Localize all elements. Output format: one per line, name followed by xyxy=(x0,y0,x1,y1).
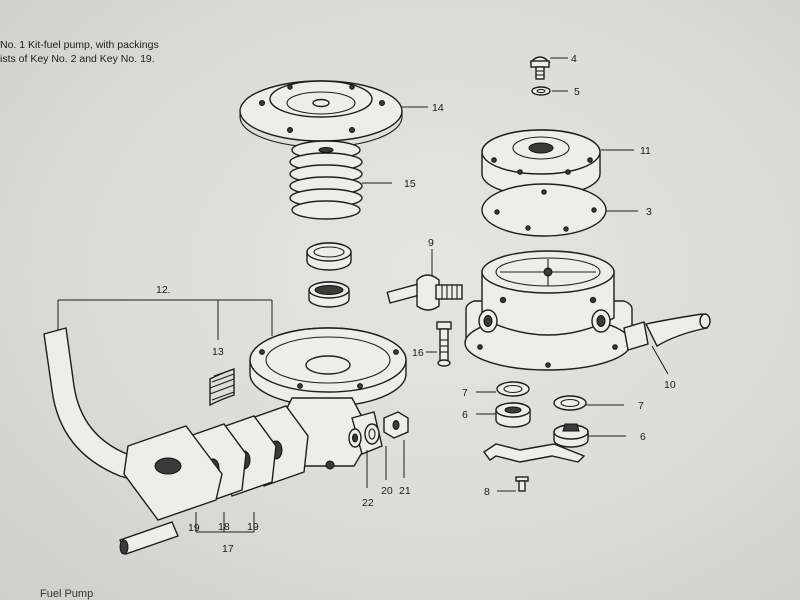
valve-cup-lower xyxy=(308,281,350,308)
bolt-part-16 xyxy=(436,321,452,367)
callout-4: 4 xyxy=(571,53,577,65)
callout-15: 15 xyxy=(404,178,416,190)
callout-7a: 7 xyxy=(462,387,468,399)
callout-21: 21 xyxy=(399,485,411,497)
parts-caption: No. 1 Kit-fuel pump, with packings ists … xyxy=(0,38,260,66)
lockwasher-part-20 xyxy=(364,423,380,445)
lower-pump-body xyxy=(249,327,407,470)
washer-part-7-right xyxy=(553,395,587,411)
spring-part-15 xyxy=(289,140,363,220)
callout-bracket-17 xyxy=(195,512,255,533)
pin-part-17 xyxy=(119,521,179,555)
nut-part-21 xyxy=(383,411,409,439)
callout-9: 9 xyxy=(428,237,434,249)
callout-3: 3 xyxy=(646,206,652,218)
washer-part-7-left xyxy=(496,381,530,397)
callout-19a: 19 xyxy=(188,522,200,534)
fitting-part-9 xyxy=(386,274,463,311)
callout-5: 5 xyxy=(574,86,580,98)
lever-part-12 xyxy=(43,327,223,521)
callout-18: 18 xyxy=(218,521,230,533)
cap-part-11 xyxy=(481,129,601,197)
callout-20: 20 xyxy=(381,485,393,497)
figure-footer: Fuel Pump xyxy=(40,588,94,600)
caption-line-1: No. 1 Kit-fuel pump, with packings xyxy=(0,39,159,51)
gasket-part-3 xyxy=(481,183,607,237)
spring-part-13 xyxy=(209,368,235,407)
callout-19b: 19 xyxy=(247,521,259,533)
callout-6b: 6 xyxy=(640,431,646,443)
callout-16: 16 xyxy=(412,347,424,359)
pump-housing xyxy=(464,250,633,371)
washer-part-5 xyxy=(531,86,551,96)
washer-part-22 xyxy=(348,428,362,448)
callout-12: 12. xyxy=(156,284,171,296)
leader-10 xyxy=(651,345,669,375)
screw-part-4 xyxy=(529,56,551,80)
callout-11: 11 xyxy=(640,145,651,157)
valve-part-6-left xyxy=(495,402,531,428)
callout-8: 8 xyxy=(484,486,490,498)
callout-7b: 7 xyxy=(638,400,644,412)
callout-22: 22 xyxy=(362,497,374,509)
retainer-part-8 xyxy=(482,443,586,492)
callout-6a: 6 xyxy=(462,409,468,421)
callout-bracket-12 xyxy=(57,299,273,340)
pipe-part-10 xyxy=(623,313,711,351)
caption-line-2: ists of Key No. 2 and Key No. 19. xyxy=(0,53,155,65)
callout-17: 17 xyxy=(222,543,234,555)
callout-13: 13 xyxy=(212,346,224,358)
callout-10: 10 xyxy=(664,379,676,391)
valve-part-6-right xyxy=(553,423,589,448)
valve-cup-upper xyxy=(306,242,352,271)
cover-part-14 xyxy=(239,80,403,148)
callout-14: 14 xyxy=(432,102,444,114)
